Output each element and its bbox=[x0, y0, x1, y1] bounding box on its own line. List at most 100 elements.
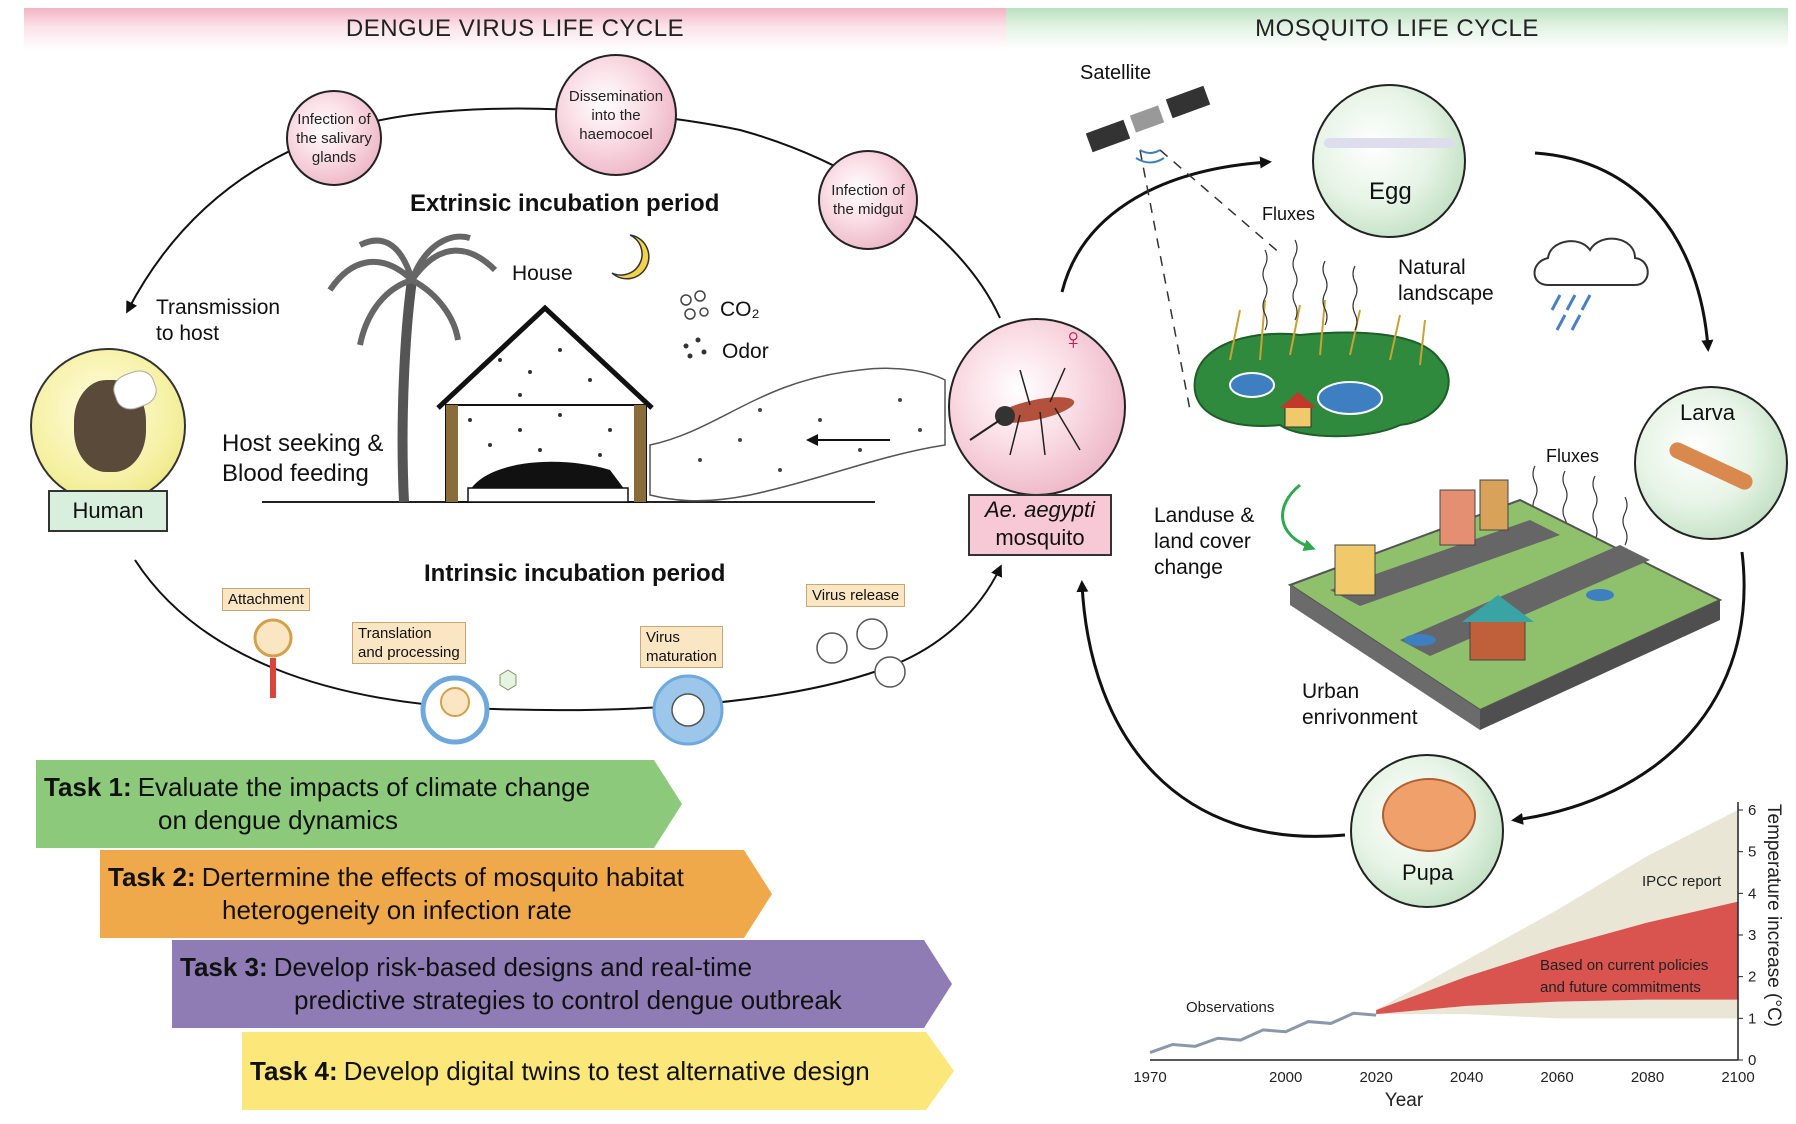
pupa-bubble: Pupa bbox=[1350, 754, 1504, 908]
urban-label-1: Urban bbox=[1302, 680, 1360, 703]
stage-midgut-label: Infection of the midgut bbox=[831, 182, 905, 218]
house-dots bbox=[468, 348, 612, 457]
y-tick-5: 5 bbox=[1748, 844, 1756, 861]
moon-shape bbox=[611, 234, 650, 280]
egg-bubble: Egg bbox=[1312, 84, 1466, 238]
x-tick-2040: 2040 bbox=[1450, 1069, 1483, 1086]
tag-translation: Translation and processing bbox=[352, 622, 466, 664]
landuse-label-3: change bbox=[1154, 556, 1223, 579]
landuse-arrow bbox=[1281, 483, 1316, 552]
urban-environment-drawing bbox=[1287, 479, 1723, 730]
task-1-banner: Task 1:Evaluate the impacts of climate c… bbox=[36, 760, 682, 848]
tag-translation-line1: Translation bbox=[358, 625, 432, 642]
intrinsic-title: Intrinsic incubation period bbox=[424, 560, 726, 587]
mosquito-bubble: ♀ bbox=[948, 318, 1126, 496]
y-tick-6: 6 bbox=[1748, 802, 1756, 819]
natural-landscape-drawing bbox=[1193, 299, 1450, 438]
arrow-larva-to-pupa bbox=[1511, 551, 1746, 825]
egg-row-icon bbox=[1324, 138, 1454, 148]
mosquito-label-box: Ae. aegypti mosquito bbox=[968, 494, 1112, 556]
stage-midgut: Infection of the midgut bbox=[818, 150, 918, 250]
tag-maturation-line1: Virus bbox=[646, 629, 680, 646]
larva-icon bbox=[1666, 439, 1756, 493]
house-label: House bbox=[512, 262, 573, 285]
y-tick-2: 2 bbox=[1748, 969, 1756, 986]
task-2-banner: Task 2:Dertermine the effects of mosquit… bbox=[100, 850, 772, 938]
band-1 bbox=[1376, 901, 1738, 1015]
human-illustration bbox=[30, 348, 186, 504]
satellite-label: Satellite bbox=[1080, 62, 1152, 84]
transmission-label-2: to host bbox=[156, 322, 220, 345]
urban-label-2: enrivonment bbox=[1302, 706, 1418, 729]
landuse-label-1: Landuse & bbox=[1154, 504, 1255, 527]
observation-line bbox=[1149, 1011, 1377, 1054]
stage-haemocoel-label: Dissemination into the haemocoel bbox=[568, 87, 664, 143]
fluxes-top-label: Fluxes bbox=[1262, 204, 1316, 224]
task-4-number: Task 4: bbox=[250, 1055, 338, 1086]
dengue-header: DENGUE VIRUS LIFE CYCLE bbox=[24, 8, 1006, 50]
host-seeking-label-2: Blood feeding bbox=[222, 460, 369, 487]
annotation-observations: Observations bbox=[1186, 999, 1274, 1016]
landuse-label-2: land cover bbox=[1154, 530, 1251, 553]
fluxes-urban-label: Fluxes bbox=[1546, 446, 1600, 466]
natural-landscape-label-1: Natural bbox=[1398, 256, 1466, 279]
arrow-egg-to-larva bbox=[1534, 151, 1714, 352]
annotation-ipcc: IPCC report bbox=[1642, 873, 1722, 890]
larva-bubble: Larva bbox=[1634, 386, 1788, 540]
co2-label: CO₂ bbox=[720, 298, 760, 321]
palm-tree bbox=[327, 233, 498, 503]
satellite-drawing bbox=[1085, 85, 1211, 164]
mosquito-header: MOSQUITO LIFE CYCLE bbox=[1006, 8, 1788, 50]
tag-maturation-line2: maturation bbox=[646, 648, 717, 665]
annotation-policies-2: and future commitments bbox=[1540, 979, 1701, 996]
x-tick-2060: 2060 bbox=[1540, 1069, 1573, 1086]
larva-label: Larva bbox=[1680, 400, 1736, 425]
mosquito-label-word: mosquito bbox=[995, 525, 1085, 550]
task-3-text-line1: Develop risk-based designs and real-time bbox=[273, 952, 753, 982]
mosquito-label-species: Ae. aegypti bbox=[984, 497, 1096, 522]
annotation-policies-1: Based on current policies bbox=[1540, 957, 1708, 974]
task-3-number: Task 3: bbox=[180, 952, 268, 982]
y-tick-1: 1 bbox=[1748, 1010, 1756, 1027]
task-3-banner: Task 3:Develop risk-based designs and re… bbox=[172, 940, 952, 1028]
x-tick-2020: 2020 bbox=[1359, 1069, 1392, 1086]
tag-maturation: Virus maturation bbox=[640, 626, 723, 668]
tag-attachment: Attachment bbox=[222, 588, 310, 611]
house-drawing bbox=[436, 304, 654, 503]
intrinsic-arc bbox=[134, 559, 1002, 712]
y-tick-0: 0 bbox=[1748, 1052, 1756, 1069]
y-tick-3: 3 bbox=[1748, 927, 1756, 944]
pupa-icon bbox=[1382, 778, 1476, 852]
odor-label: Odor bbox=[722, 340, 769, 363]
y-tick-4: 4 bbox=[1748, 885, 1756, 902]
extrinsic-title: Extrinsic incubation period bbox=[410, 190, 720, 217]
mosquito-icon bbox=[969, 367, 1081, 456]
tag-virus-release: Virus release bbox=[806, 584, 906, 607]
egg-label: Egg bbox=[1369, 178, 1412, 205]
transmission-label-1: Transmission bbox=[156, 296, 281, 319]
task-2-text-line1: Dertermine the effects of mosquito habit… bbox=[201, 862, 684, 892]
stage-haemocoel: Dissemination into the haemocoel bbox=[555, 54, 677, 176]
stage-salivary-glands: Infection of the salivary glands bbox=[286, 90, 382, 186]
x-axis-label: Year bbox=[1385, 1090, 1424, 1110]
stage-salivary-label: Infection of the salivary glands bbox=[296, 110, 372, 166]
x-tick-2000: 2000 bbox=[1269, 1069, 1302, 1086]
task-4-text-line1: Develop digital twins to test alternativ… bbox=[343, 1055, 870, 1086]
host-seeking-label-1: Host seeking & bbox=[222, 430, 384, 457]
rain-cloud-drawing bbox=[1533, 237, 1649, 331]
task-2-number: Task 2: bbox=[108, 862, 196, 892]
task-1-text-line1: Evaluate the impacts of climate change bbox=[137, 772, 591, 802]
arrow-to-egg bbox=[1060, 156, 1272, 293]
human-label: Human bbox=[48, 490, 168, 532]
arrow-pupa-to-mosquito bbox=[1076, 580, 1346, 838]
task-1-number: Task 1: bbox=[44, 772, 132, 802]
x-tick-1970: 1970 bbox=[1133, 1069, 1166, 1086]
natural-landscape-label-2: landscape bbox=[1398, 282, 1494, 305]
pupa-label: Pupa bbox=[1402, 860, 1454, 885]
tag-translation-line2: and processing bbox=[358, 644, 460, 661]
y-axis-label: Temperature increase (°C) bbox=[1763, 804, 1784, 1027]
task-2-text-line2: heterogeneity on infection rate bbox=[222, 895, 572, 925]
x-tick-2080: 2080 bbox=[1631, 1069, 1664, 1086]
